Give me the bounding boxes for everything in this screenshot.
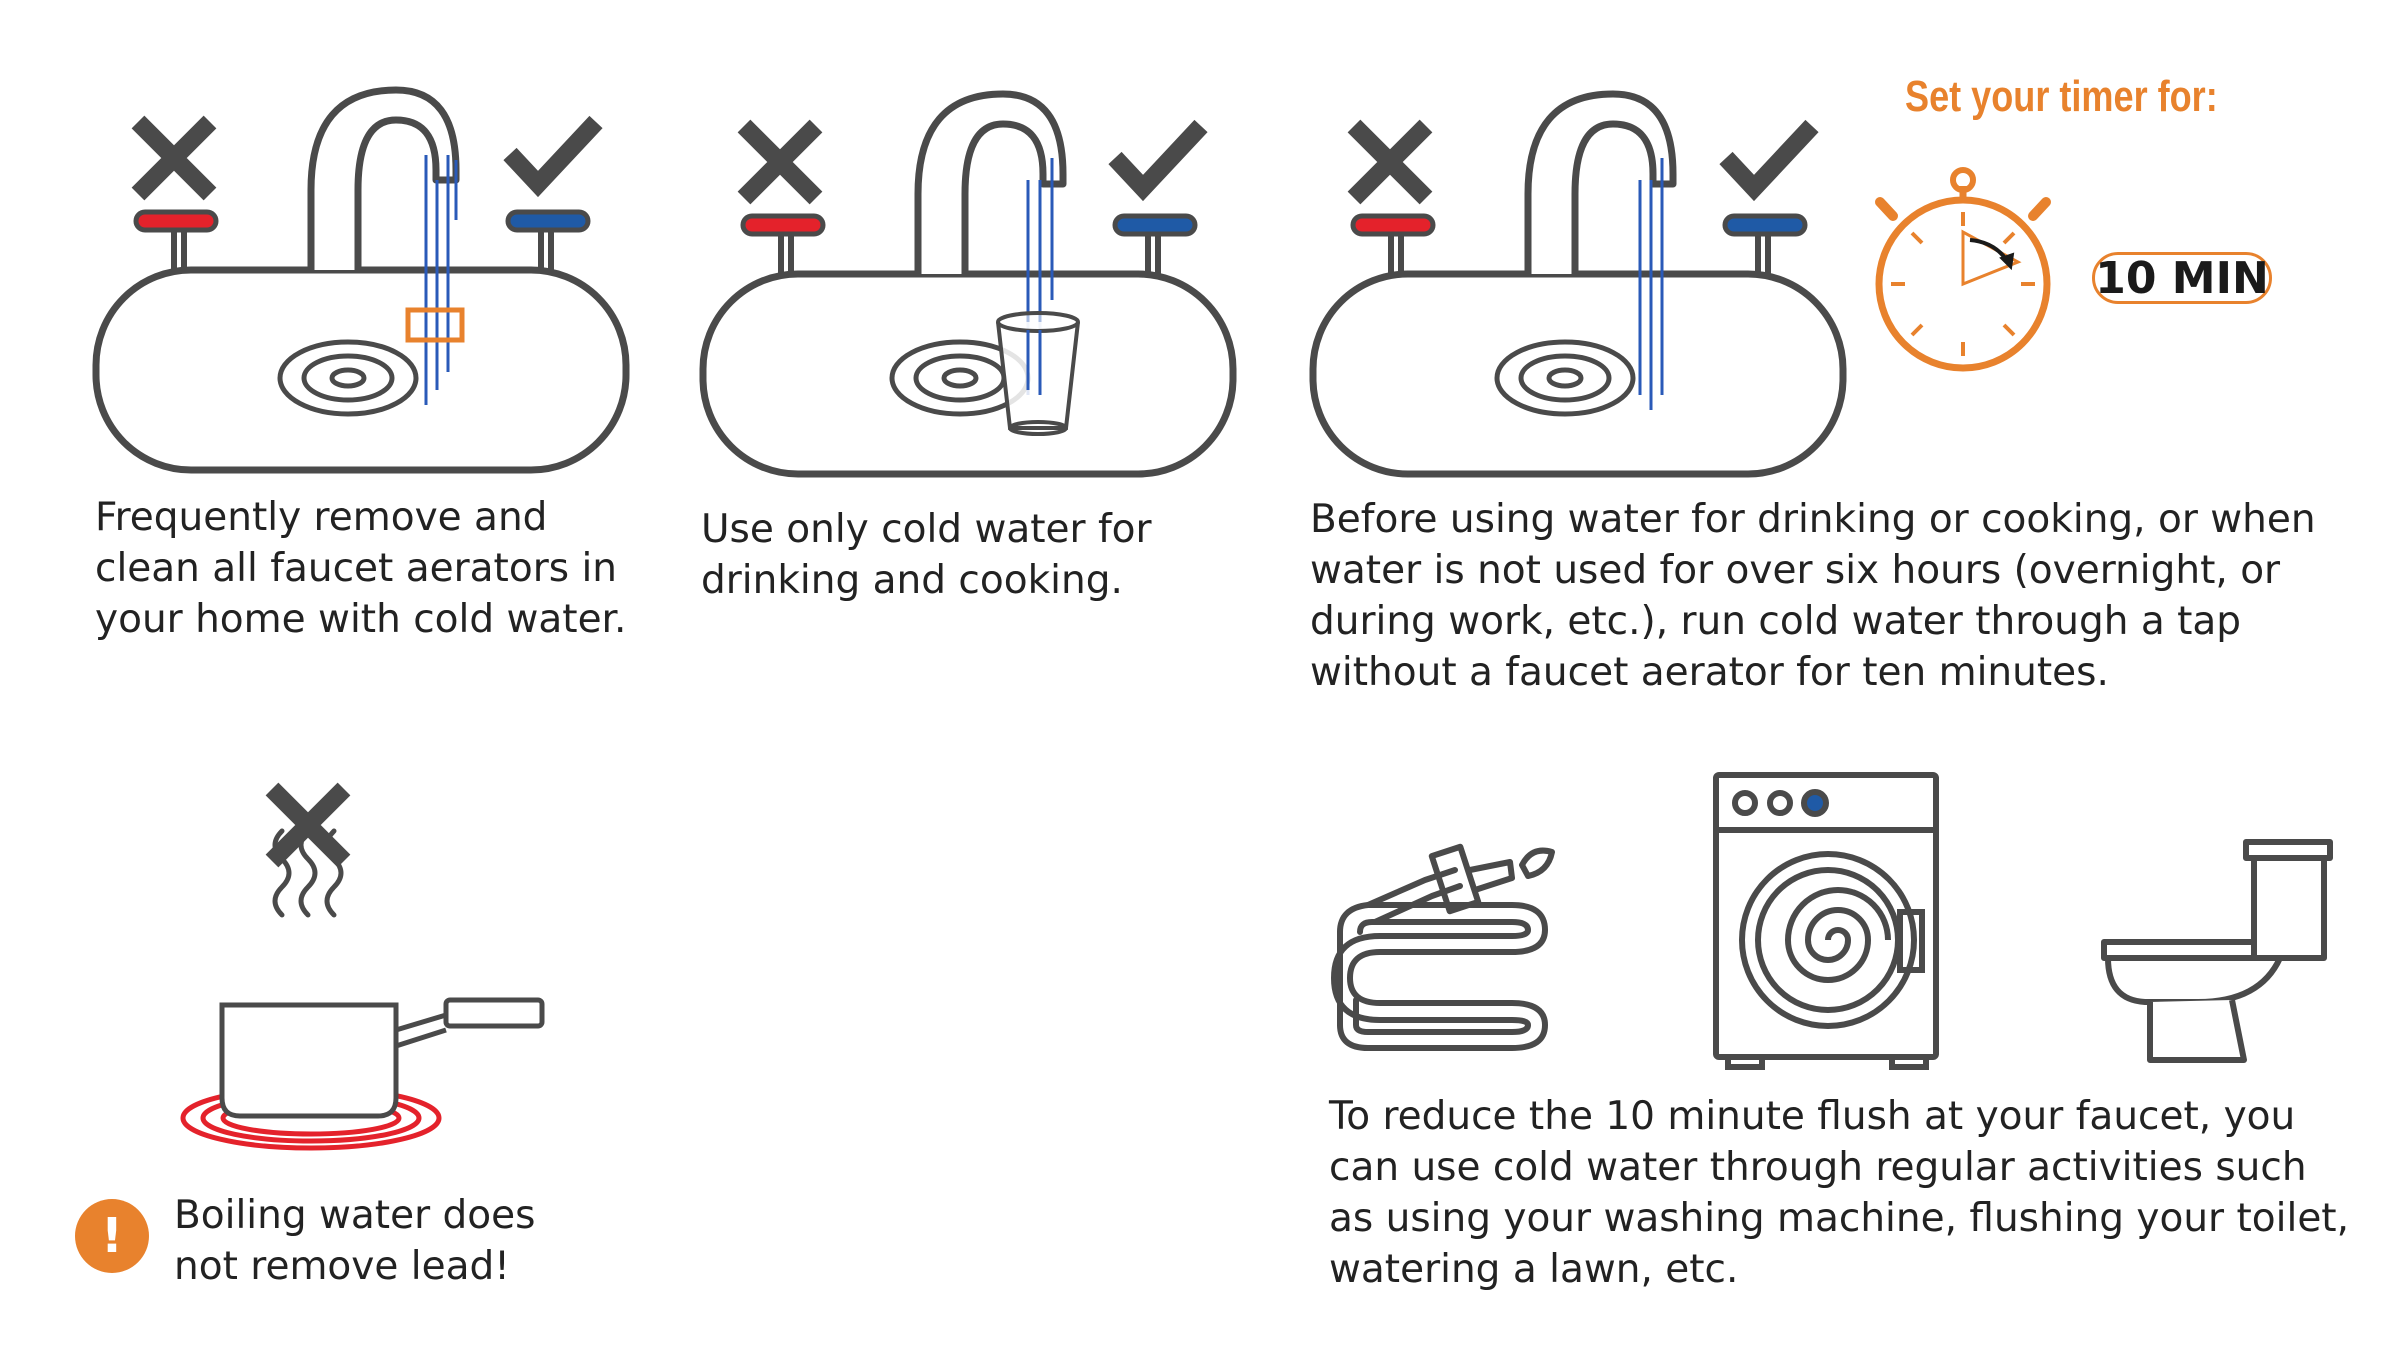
exclamation-icon: ! [75, 1199, 149, 1273]
aerator-sink-illustration [96, 90, 626, 470]
garden-hose-icon [1331, 843, 1555, 1051]
toilet-icon [2101, 839, 2333, 1063]
cold-water-hot-x-mark-icon [744, 126, 816, 198]
flush-sink-illustration [1313, 94, 1843, 474]
timer-title: Set your timer for: [1905, 72, 2218, 121]
cold-water-sink-illustration [703, 94, 1233, 474]
boiling-pot-icon [180, 828, 545, 1151]
stopwatch-icon [1875, 167, 2051, 372]
boiling-caption: Boiling water does not remove lead! [174, 1193, 536, 1289]
cold-water-caption: Use only cold water for drinking and coo… [701, 507, 1152, 603]
flush-caption: Before using water for drinking or cooki… [1310, 497, 2316, 695]
boiling-x-mark-icon [272, 789, 344, 861]
aerator-caption: Frequently remove and clean all faucet a… [95, 495, 627, 642]
aerator-cold-check-mark-icon [510, 122, 596, 184]
cold-water-check-mark-icon [1115, 126, 1201, 188]
flush-hot-x-mark-icon [1354, 126, 1426, 198]
timer-duration-badge: 10 MIN [2092, 252, 2272, 304]
reduce-flush-caption: To reduce the 10 minute flush at your fa… [1329, 1094, 2349, 1292]
washing-machine-icon [1713, 772, 1939, 1070]
aerator-hot-x-mark-icon [138, 122, 210, 194]
flush-cold-check-mark-icon [1726, 126, 1812, 188]
